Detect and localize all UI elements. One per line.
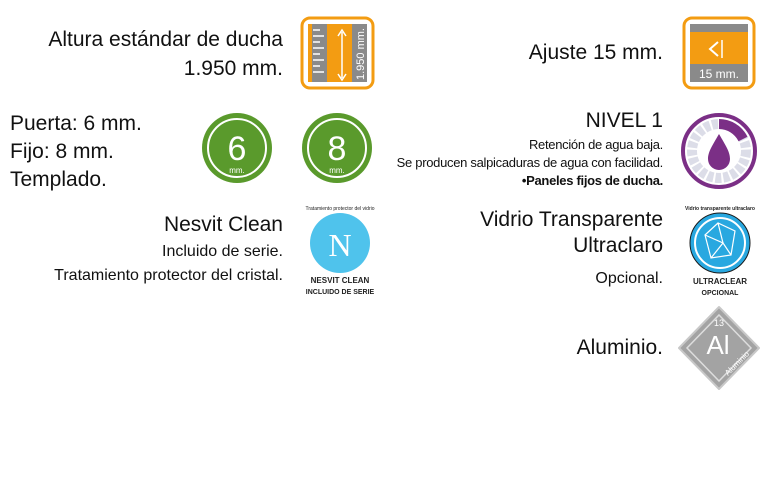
- fixed-badge-unit: mm.: [329, 166, 345, 175]
- nesvit-clean-badge: N Tratamiento protector del vidrio NESVI…: [305, 206, 375, 296]
- glass-line-2: Fijo: 8 mm.: [10, 140, 114, 163]
- fixed-thickness-badge: 8 mm.: [302, 113, 372, 183]
- ultra-sub: Opcional.: [595, 270, 663, 287]
- nesvit-title: Nesvit Clean: [163, 213, 283, 236]
- level-title: NIVEL 1: [585, 109, 663, 132]
- alu-atomic-number: 13: [714, 318, 724, 328]
- nesvit-n-logo-icon: N: [328, 227, 351, 263]
- door-badge-unit: mm.: [229, 166, 245, 175]
- nesvit-badge-bottom-1: NESVIT CLEAN: [311, 276, 370, 285]
- level-line-3: •Paneles fijos de ducha.: [521, 173, 663, 188]
- level-line-2: Se producen salpicaduras de agua con fac…: [396, 155, 664, 170]
- ultraclear-badge: Vidrio transparente ultraclaro ULTRACLEA…: [685, 206, 755, 297]
- height-ruler-icon: 1.950 mm.: [300, 16, 375, 90]
- adjust-icon: 15 mm.: [682, 16, 756, 90]
- ultra-title-2: Ultraclaro: [573, 234, 663, 257]
- nesvit-line-1: Incluido de serie.: [162, 243, 283, 260]
- nesvit-badge-bottom-2: INCLUIDO DE SERIE: [306, 289, 375, 296]
- aluminium-element-icon: 13 Al Aluminio: [678, 306, 760, 390]
- ultra-badge-top: Vidrio transparente ultraclaro: [685, 206, 755, 212]
- door-badge-number: 6: [228, 130, 247, 168]
- nesvit-badge-top: Tratamiento protector del vidrio: [305, 206, 374, 212]
- door-thickness-badge: 6 mm.: [202, 113, 272, 183]
- adjust-icon-label: 15 mm.: [699, 67, 739, 81]
- glass-line-3: Templado.: [10, 168, 107, 191]
- height-title: Altura estándar de ducha: [48, 28, 283, 51]
- ultra-badge-bottom-2: OPCIONAL: [702, 290, 740, 297]
- ultra-title-1: Vidrio Transparente: [480, 208, 663, 231]
- alu-symbol: Al: [706, 330, 729, 360]
- height-value: 1.950 mm.: [183, 57, 283, 80]
- alu-title: Aluminio.: [576, 336, 663, 359]
- level-line-1: Retención de agua baja.: [528, 137, 663, 152]
- adjust-title: Ajuste 15 mm.: [528, 41, 663, 64]
- height-icon-label: 1.950 mm.: [355, 28, 367, 80]
- nesvit-line-2: Tratamiento protector del cristal.: [54, 267, 283, 284]
- ultra-badge-bottom-1: ULTRACLEAR: [693, 277, 747, 286]
- fixed-badge-number: 8: [328, 130, 347, 168]
- glass-line-1: Puerta: 6 mm.: [10, 112, 142, 135]
- water-drop-level-icon: [681, 113, 757, 189]
